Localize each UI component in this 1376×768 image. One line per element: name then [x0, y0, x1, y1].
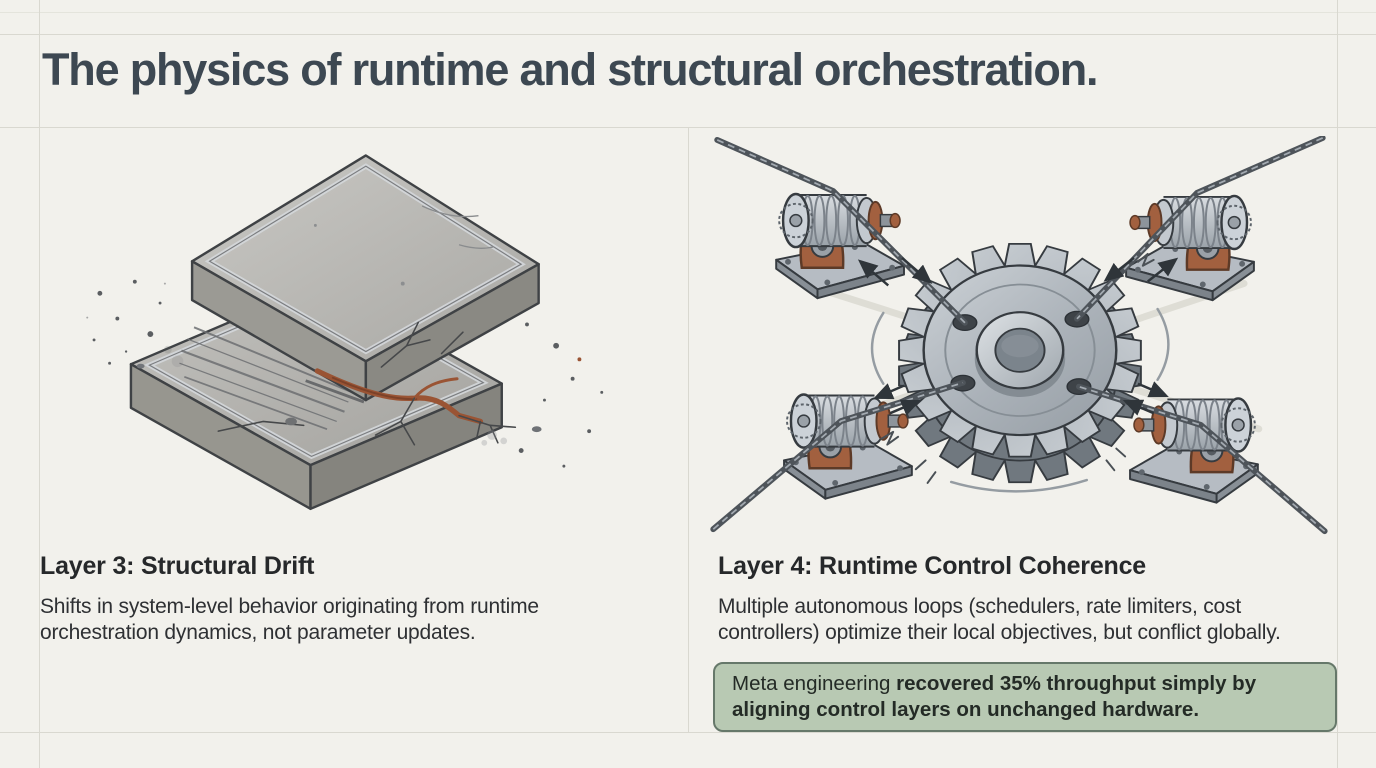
grid-line-panel-divider: [688, 128, 689, 732]
skid-streaks: [179, 326, 365, 431]
page-title: The physics of runtime and structural or…: [42, 44, 1099, 95]
gear: [898, 242, 1142, 458]
grid-line-header-top: [0, 34, 1376, 35]
grid-line-left: [39, 0, 40, 768]
callout-line-1: Meta engineering recovered 35% throughpu…: [732, 671, 1318, 697]
pebble: [285, 417, 297, 426]
callout-regular-text: Meta engineering: [732, 672, 897, 695]
left-panel-body: Shifts in system-level behavior originat…: [40, 594, 539, 646]
cracked-slabs-illustration: [86, 154, 604, 511]
grid-line-right: [1337, 0, 1338, 768]
grid-line-header-bottom: [0, 127, 1376, 128]
left-panel-heading: Layer 3: Structural Drift: [40, 552, 315, 580]
metric-callout: Meta engineering recovered 35% throughpu…: [713, 662, 1337, 732]
right-body-line-1: Multiple autonomous loops (schedulers, r…: [718, 595, 1241, 618]
crack-branches: [374, 321, 517, 446]
left-body-line-2: orchestration dynamics, not parameter up…: [40, 621, 476, 644]
left-body-line-1: Shifts in system-level behavior originat…: [40, 595, 539, 618]
right-panel-body: Multiple autonomous loops (schedulers, r…: [718, 594, 1281, 646]
grid-line-footer: [0, 732, 1376, 733]
motion-arcs: [870, 307, 1170, 493]
gear-winches-illustration: [710, 136, 1328, 535]
right-body-line-2: controllers) optimize their local object…: [718, 621, 1281, 644]
callout-bold-text-2: aligning control layers on unchanged har…: [732, 698, 1200, 721]
tension-arrows: [857, 256, 1179, 416]
winch-bottom-right: [1128, 397, 1260, 504]
callout-line-2: aligning control layers on unchanged har…: [732, 697, 1318, 723]
debris-left: [86, 279, 184, 369]
winch-bottom-left: [782, 393, 914, 500]
stress-marks: [880, 252, 1155, 484]
right-panel-heading: Layer 4: Runtime Control Coherence: [718, 552, 1147, 580]
grid-line-top-faint: [0, 12, 1376, 13]
top-slab: [190, 154, 540, 402]
debris-right: [481, 322, 604, 468]
callout-bold-text-1: recovered 35% throughput simply by: [896, 672, 1257, 695]
